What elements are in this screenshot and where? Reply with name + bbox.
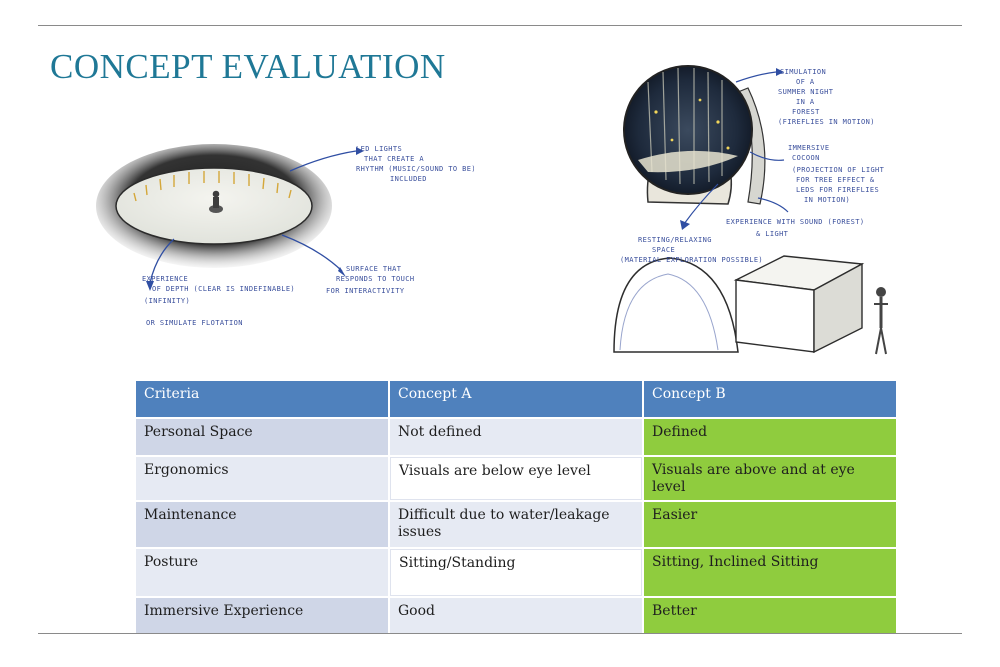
header-criteria: Criteria bbox=[136, 381, 388, 417]
note-cocoon-2: COCOON bbox=[792, 154, 820, 162]
table-row: Posture Sitting/Standing Sitting, Inclin… bbox=[136, 549, 896, 596]
note-cocoon-5: LEDS FOR FIREFLIES bbox=[796, 186, 879, 194]
cell-concept-a: Sitting/Standing bbox=[390, 549, 642, 596]
concept-evaluation-table: Criteria Concept A Concept B Personal Sp… bbox=[134, 379, 898, 636]
cell-criteria: Immersive Experience bbox=[136, 598, 388, 634]
table-row: Ergonomics Visuals are below eye level V… bbox=[136, 457, 896, 500]
note-sim-1: SIMULATION bbox=[780, 68, 826, 76]
note-rest-1: RESTING/RELAXING bbox=[638, 236, 712, 244]
note-sim-3: SUMMER NIGHT bbox=[778, 88, 834, 96]
note-cocoon-3: (PROJECTION OF LIGHT bbox=[792, 166, 885, 174]
note-led-2: THAT CREATE A bbox=[364, 155, 424, 163]
cell-criteria: Ergonomics bbox=[136, 457, 388, 500]
header-concept-a: Concept A bbox=[390, 381, 642, 417]
cell-concept-b: Easier bbox=[644, 502, 896, 547]
note-cocoon-1: IMMERSIVE bbox=[788, 144, 830, 152]
cell-criteria: Maintenance bbox=[136, 502, 388, 547]
note-surface-3: FOR INTERACTIVITY bbox=[326, 287, 405, 295]
cell-concept-a: Not defined bbox=[390, 419, 642, 455]
note-sound-1: EXPERIENCE WITH SOUND (FOREST) bbox=[726, 218, 864, 226]
cell-concept-b: Better bbox=[644, 598, 896, 634]
cell-concept-b: Defined bbox=[644, 419, 896, 455]
note-cocoon-6: IN MOTION) bbox=[804, 196, 850, 204]
table-row: Maintenance Difficult due to water/leaka… bbox=[136, 502, 896, 547]
note-surface-2: RESPONDS TO TOUCH bbox=[336, 275, 414, 283]
note-depth-3: (INFINITY) bbox=[144, 297, 190, 305]
cell-concept-a: Visuals are below eye level bbox=[390, 457, 642, 500]
concept-a-sketch: LED LIGHTS THAT CREATE A RHYTHM (MUSIC/S… bbox=[94, 131, 474, 343]
note-sim-2: OF A bbox=[796, 78, 815, 86]
cell-concept-b: Visuals are above and at eye level bbox=[644, 457, 896, 500]
table-row: Immersive Experience Good Better bbox=[136, 598, 896, 634]
concept-b-sketch: SIMULATION OF A SUMMER NIGHT IN A FOREST… bbox=[608, 52, 938, 360]
top-rule bbox=[38, 25, 962, 26]
cell-concept-a: Good bbox=[390, 598, 642, 634]
cell-concept-a: Difficult due to water/leakage issues bbox=[390, 502, 642, 547]
note-rest-2: SPACE bbox=[652, 246, 675, 254]
note-led-4: INCLUDED bbox=[390, 175, 427, 183]
cell-concept-b: Sitting, Inclined Sitting bbox=[644, 549, 896, 596]
note-cocoon-4: FOR TREE EFFECT & bbox=[796, 176, 875, 184]
note-sound-2: & LIGHT bbox=[756, 230, 789, 238]
concept-a-drawing: LED LIGHTS THAT CREATE A RHYTHM (MUSIC/S… bbox=[96, 144, 474, 327]
bottom-rule bbox=[38, 633, 962, 634]
concept-b-drawing: SIMULATION OF A SUMMER NIGHT IN A FOREST… bbox=[613, 65, 888, 355]
note-depth-4: OR SIMULATE FLOTATION bbox=[146, 319, 243, 327]
note-depth-2: OF DEPTH (CLEAR IS INDEFINABLE) bbox=[152, 285, 295, 293]
note-led-3: RHYTHM (MUSIC/SOUND TO BE) bbox=[356, 165, 474, 173]
header-concept-b: Concept B bbox=[644, 381, 896, 417]
page-title: CONCEPT EVALUATION bbox=[50, 47, 446, 86]
note-sim-4: IN A bbox=[796, 98, 815, 106]
table-row: Personal Space Not defined Defined bbox=[136, 419, 896, 455]
note-rest-3: (MATERIAL EXPLORATION POSSIBLE) bbox=[620, 256, 763, 264]
note-sim-5: FOREST bbox=[792, 108, 820, 116]
table-header-row: Criteria Concept A Concept B bbox=[136, 381, 896, 417]
note-led-1: LED LIGHTS bbox=[356, 145, 402, 153]
note-sim-6: (FIREFLIES IN MOTION) bbox=[778, 118, 875, 126]
note-depth-1: EXPERIENCE bbox=[142, 275, 188, 283]
cell-criteria: Posture bbox=[136, 549, 388, 596]
cell-criteria: Personal Space bbox=[136, 419, 388, 455]
note-surface-1: SURFACE THAT bbox=[346, 265, 402, 273]
